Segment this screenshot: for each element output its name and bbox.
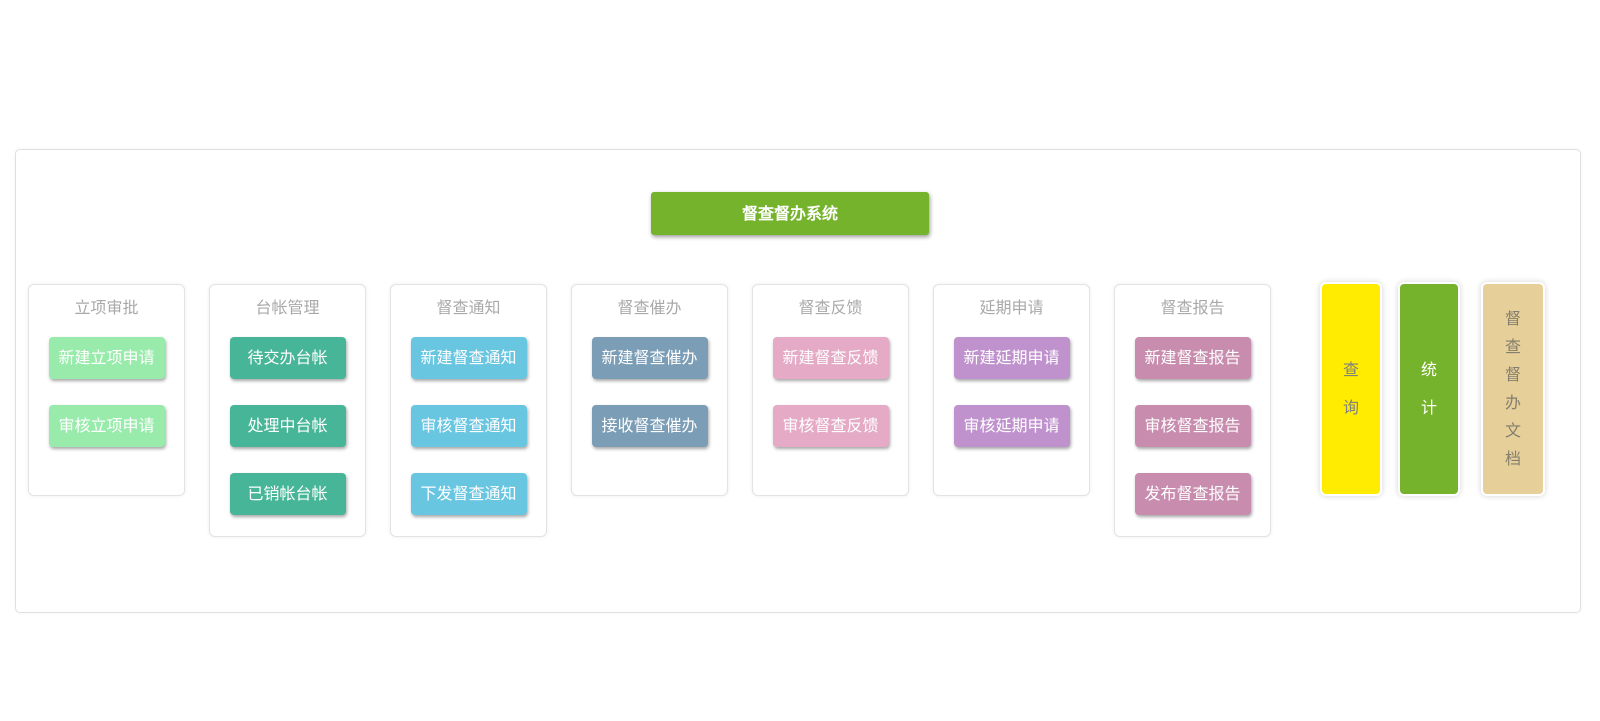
section-title-supervision-report: 督查报告 [1160,298,1225,317]
btn-review-supervision-feedback[interactable]: 审核督查反馈 [772,405,889,447]
section-card-supervision-reminder: 督查催办 新建督查催办 接收督查催办 [571,284,728,496]
statistics-button[interactable]: 统计 [1400,284,1458,494]
modules-row: 立项审批 新建立项申请 审核立项申请 台帐管理 待交办台帐 处理中台帐 已销帐台… [28,284,1543,537]
section-title-supervision-notice: 督查通知 [436,298,501,317]
section-card-extension-application: 延期申请 新建延期申请 审核延期申请 [933,284,1090,496]
query-button[interactable]: 查询 [1322,284,1380,494]
supervision-documents-button-label: 督查督办文档 [1505,309,1522,468]
btn-review-supervision-notice[interactable]: 审核督查通知 [410,405,527,447]
btn-new-supervision-feedback[interactable]: 新建督查反馈 [772,337,889,379]
section-card-supervision-notice: 督查通知 新建督查通知 审核督查通知 下发督查通知 [390,284,547,537]
btn-new-extension-application[interactable]: 新建延期申请 [953,337,1070,379]
section-card-supervision-feedback: 督查反馈 新建督查反馈 审核督查反馈 [752,284,909,496]
btn-review-extension-application[interactable]: 审核延期申请 [953,405,1070,447]
btn-review-project-application[interactable]: 审核立项申请 [48,405,165,447]
query-button-label: 查询 [1343,360,1360,417]
section-title-supervision-reminder: 督查催办 [617,298,682,317]
section-card-ledger-management: 台帐管理 待交办台帐 处理中台帐 已销帐台帐 [209,284,366,537]
btn-review-supervision-report[interactable]: 审核督查报告 [1134,405,1251,447]
main-panel: 督查督办系统 立项审批 新建立项申请 审核立项申请 台帐管理 待交办台帐 处理中… [15,149,1581,613]
btn-publish-supervision-report[interactable]: 发布督查报告 [1134,473,1251,515]
section-title-extension-application: 延期申请 [979,298,1044,317]
statistics-button-label: 统计 [1421,360,1438,417]
btn-closed-ledger[interactable]: 已销帐台帐 [229,473,346,515]
section-card-project-approval: 立项审批 新建立项申请 审核立项申请 [28,284,185,496]
section-card-supervision-report: 督查报告 新建督查报告 审核督查报告 发布督查报告 [1114,284,1271,537]
supervision-documents-button[interactable]: 督查督办文档 [1483,284,1543,494]
btn-receive-supervision-reminder[interactable]: 接收督查催办 [591,405,708,447]
btn-in-process-ledger[interactable]: 处理中台帐 [229,405,346,447]
section-title-supervision-feedback: 督查反馈 [798,298,863,317]
btn-issue-supervision-notice[interactable]: 下发督查通知 [410,473,527,515]
btn-new-supervision-report[interactable]: 新建督查报告 [1134,337,1251,379]
btn-pending-assignment-ledger[interactable]: 待交办台帐 [229,337,346,379]
btn-new-project-application[interactable]: 新建立项申请 [48,337,165,379]
btn-new-supervision-notice[interactable]: 新建督查通知 [410,337,527,379]
section-title-ledger-management: 台帐管理 [255,298,320,317]
btn-new-supervision-reminder[interactable]: 新建督查催办 [591,337,708,379]
section-title-project-approval: 立项审批 [74,298,139,317]
system-title-banner[interactable]: 督查督办系统 [651,192,929,235]
